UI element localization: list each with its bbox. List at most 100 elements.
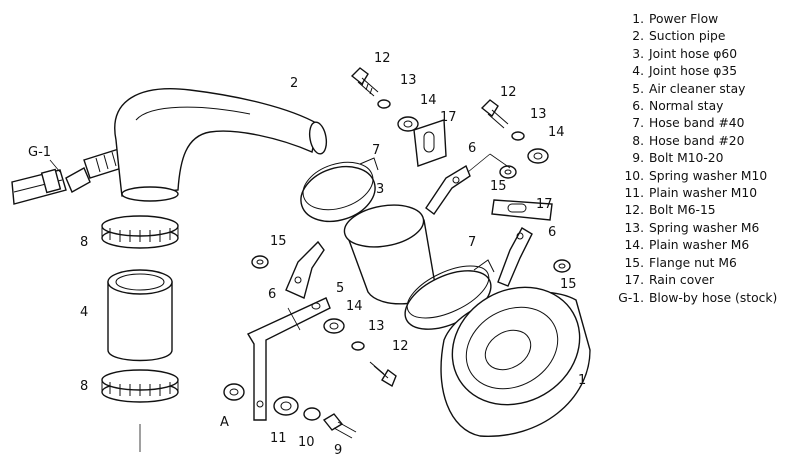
legend-number: 6. (632, 99, 644, 114)
spring-washer-m6-upper-right (511, 131, 525, 141)
legend-number: 8. (632, 133, 644, 148)
legend-text: Bolt M6-15 (649, 203, 716, 218)
legend-number: 11. (624, 186, 644, 201)
legend-number: 7. (632, 116, 644, 131)
legend-number: 12. (624, 203, 644, 218)
bolt-m6-upper-left (350, 67, 379, 97)
callout-6a: 6 (268, 287, 276, 302)
legend-text: Flange nut M6 (649, 255, 737, 270)
legend-item: 4. Joint hose φ35 (604, 63, 798, 80)
legend-text: Bolt M10-20 (649, 151, 724, 166)
legend-item: 15. Flange nut M6 (604, 255, 798, 272)
legend-number: 3. (632, 46, 644, 61)
callout-13a: 13 (400, 73, 417, 88)
spring-washer-m10 (303, 407, 321, 421)
callout-12c: 12 (392, 339, 409, 354)
callout-14b: 14 (548, 125, 565, 140)
legend-number: 15. (624, 255, 644, 270)
callout-17a: 17 (440, 110, 457, 125)
legend-number: 1. (632, 12, 644, 26)
rain-cover-lower (491, 199, 553, 221)
legend-item: 3. Joint hose φ60 (604, 46, 798, 63)
legend-number: G-1. (618, 290, 644, 305)
legend-text: Power Flow (649, 12, 719, 26)
legend-text: Plain washer M10 (649, 186, 758, 201)
callout-15c: 15 (560, 277, 577, 292)
bolt-m6-upper-right (480, 99, 509, 129)
flange-nut-m6-right (553, 259, 571, 273)
legend-number: 5. (632, 81, 644, 96)
callout-12b: 12 (500, 85, 517, 100)
callout-1: 1 (578, 373, 586, 388)
suction-pipe (114, 88, 328, 202)
legend-item: 8. Hose band #20 (604, 133, 798, 150)
legend-item: 1. Power Flow (604, 11, 798, 28)
plain-washer-a (223, 383, 245, 401)
legend-text: Spring washer M6 (649, 220, 760, 235)
legend-number: 2. (632, 29, 644, 44)
callout-13b: 13 (530, 107, 547, 122)
legend-item: 14. Plain washer M6 (604, 237, 798, 254)
plain-washer-m6-upper-left (397, 116, 419, 132)
spring-washer-m6-upper-left (377, 99, 391, 109)
callout-13c: 13 (368, 319, 385, 334)
legend-item: 10.Spring washer M10 (604, 168, 798, 185)
legend-number: 17. (624, 273, 644, 288)
spring-washer-m6-lower (351, 341, 365, 351)
exploded-parts-diagram: 1 2 3 4 5 6 6 6 7 7 8 8 9 10 11 12 12 12… (11, 51, 591, 458)
leader-lines (49, 153, 511, 331)
plain-washer-m6-upper-right (527, 148, 549, 164)
callout-3: 3 (376, 182, 384, 197)
callout-6c: 6 (548, 225, 556, 240)
legend-number: 14. (624, 238, 644, 253)
legend-item: 17.Rain cover (604, 272, 798, 289)
legend-text: Plain washer M6 (649, 238, 750, 253)
legend-item: 5.Air cleaner stay (604, 81, 798, 98)
callout-15a: 15 (270, 234, 287, 249)
normal-stay-center (425, 164, 471, 215)
joint-hose-60 (343, 204, 437, 305)
bolt-m10 (322, 413, 357, 439)
legend-number: 4. (632, 64, 644, 79)
normal-stay-right (497, 227, 533, 287)
callout-2: 2 (290, 76, 298, 91)
legend-item: 6. Normal stay (604, 98, 798, 115)
legend-item: 11. Plain washer M10 (604, 185, 798, 202)
callout-5: 5 (336, 281, 344, 296)
legend-item: 7. Hose band #40 (604, 115, 798, 132)
parts-legend: 1. Power Flow 2. Suction pipe 3. Joint hose φ… (604, 11, 798, 307)
flange-nut-m6-left (251, 255, 269, 269)
legend-item: 12. Bolt M6-15 (604, 202, 798, 219)
callout-6b: 6 (468, 141, 476, 156)
legend-text: Hose band #40 (649, 116, 745, 131)
callout-11: 11 (270, 431, 287, 446)
legend-text: Normal stay (649, 99, 724, 114)
legend-text: Spring washer M10 (649, 168, 768, 183)
legend-item: 9. Bolt M10-20 (604, 150, 798, 167)
hose-band-20-lower (101, 369, 179, 452)
legend-text: Joint hose φ60 (649, 46, 738, 61)
callout-12a: 12 (374, 51, 391, 66)
callout-7b: 7 (468, 235, 476, 250)
legend-item: 13. Spring washer M6 (604, 220, 798, 237)
legend-text: Blow-by hose (stock) (649, 290, 778, 305)
hose-band-40-upper (300, 157, 379, 223)
legend-text: Joint hose φ35 (649, 64, 738, 79)
callout-8b: 8 (80, 379, 88, 394)
callout-14c: 14 (346, 299, 363, 314)
air-cleaner-stay (246, 297, 331, 421)
callout-g1: G-1 (28, 145, 51, 160)
legend-number: 9. (632, 151, 644, 166)
callout-10: 10 (298, 435, 315, 450)
plain-washer-m10 (273, 396, 299, 416)
legend-number: 13. (624, 220, 644, 235)
legend-text: Suction pipe (649, 29, 726, 44)
callout-labels: 1 2 3 4 5 6 6 6 7 7 8 8 9 10 11 12 12 12… (28, 51, 586, 458)
legend-text: Hose band #20 (649, 133, 745, 148)
callout-17b: 17 (536, 197, 553, 212)
callout-a: A (220, 415, 229, 430)
rain-cover-upper (413, 119, 447, 167)
callout-9: 9 (334, 443, 342, 458)
hose-band-20-upper (101, 215, 179, 249)
normal-stay-left (285, 240, 325, 299)
